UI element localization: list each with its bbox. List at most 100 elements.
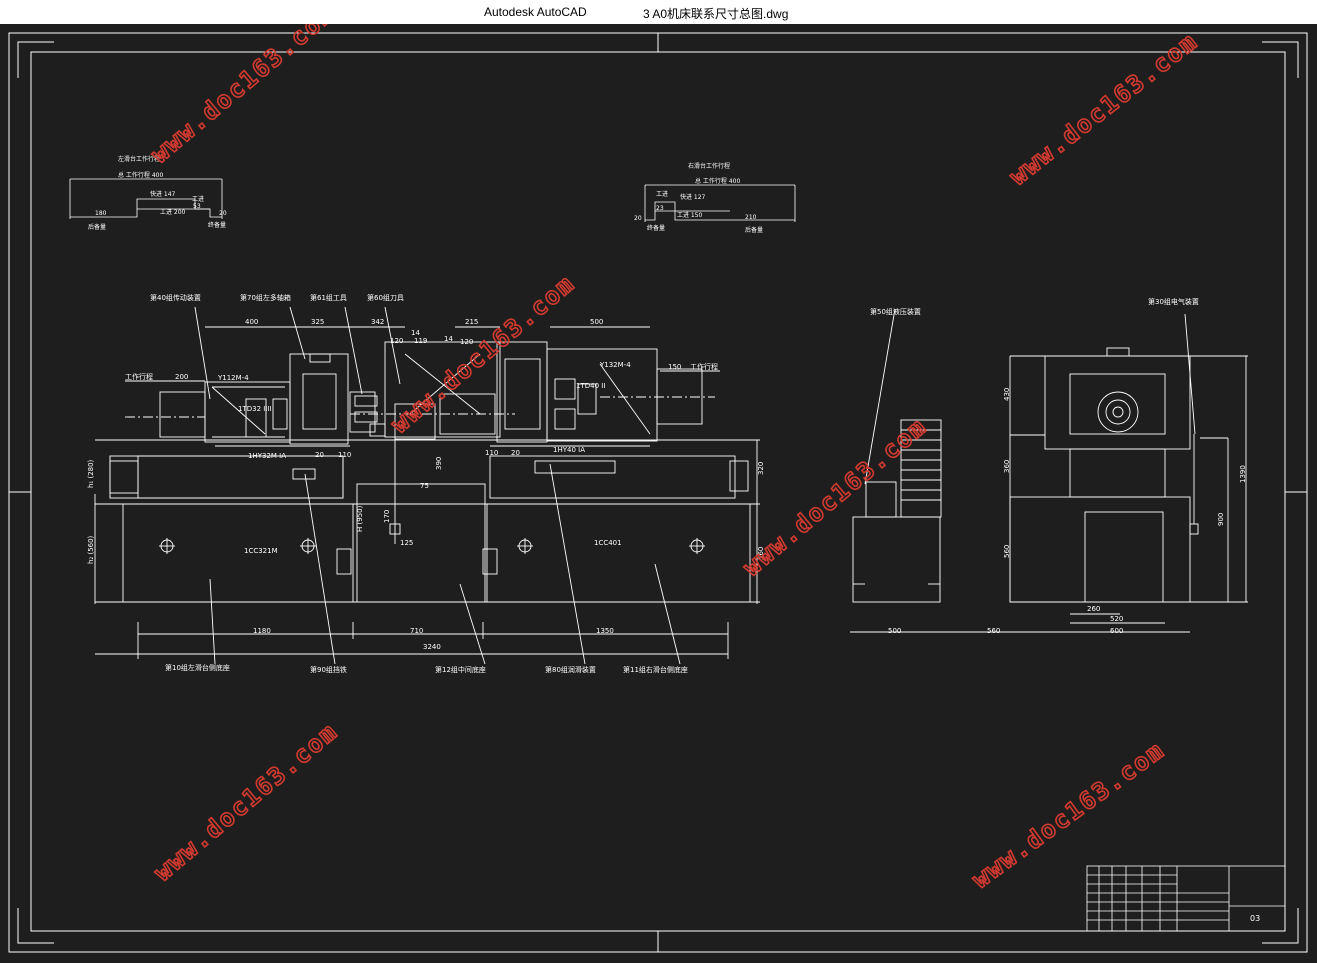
callout-90: 第90组挡铁 xyxy=(310,665,347,674)
svg-text:工作行程: 工作行程 xyxy=(125,372,153,381)
svg-text:20: 20 xyxy=(634,215,642,222)
right-stroke-diagram xyxy=(644,184,796,222)
watermark-4: www.doc163.com xyxy=(738,412,932,581)
svg-text:1180: 1180 xyxy=(253,627,271,635)
hydraulic-cabinet xyxy=(900,419,942,518)
svg-text:200: 200 xyxy=(175,373,188,381)
callout-11: 第11组右滑台侧底座 xyxy=(623,665,688,674)
svg-text:560: 560 xyxy=(987,627,1000,635)
svg-text:210: 210 xyxy=(745,214,757,221)
svg-text:h₂ (560): h₂ (560) xyxy=(87,535,95,564)
callout-40: 第40组传动装置 xyxy=(150,293,201,302)
svg-text:560: 560 xyxy=(757,547,765,560)
title-bar: Autodesk AutoCAD 3 A0机床联系尺寸总图.dwg xyxy=(0,0,1317,24)
svg-text:1HY40 IA: 1HY40 IA xyxy=(553,446,585,454)
side-slide xyxy=(1069,448,1166,498)
svg-text:14: 14 xyxy=(411,329,420,337)
svg-text:3240: 3240 xyxy=(423,643,441,651)
svg-text:1CC321M: 1CC321M xyxy=(244,547,278,555)
svg-text:工进: 工进 xyxy=(192,195,204,203)
svg-text:560: 560 xyxy=(1003,545,1011,558)
watermarks: www.doc163.com www.doc163.com www.doc163… xyxy=(145,0,1204,895)
watermark-2: www.doc163.com xyxy=(1004,27,1203,191)
svg-text:120: 120 xyxy=(390,337,403,345)
hydraulic-view xyxy=(850,308,1045,633)
front-view xyxy=(94,306,760,665)
svg-text:170: 170 xyxy=(383,510,391,523)
svg-text:390: 390 xyxy=(435,457,443,470)
svg-text:总 工作行程 400: 总 工作行程 400 xyxy=(118,171,163,179)
svg-text:快进 147: 快进 147 xyxy=(150,190,176,198)
svg-text:180: 180 xyxy=(95,210,107,217)
svg-text:325: 325 xyxy=(311,318,324,326)
callout-60: 第60组刀具 xyxy=(367,293,404,302)
left-stroke-diagram xyxy=(69,178,223,219)
svg-text:1HY32M IA: 1HY32M IA xyxy=(248,452,286,460)
svg-text:1390: 1390 xyxy=(1239,465,1247,483)
svg-text:20: 20 xyxy=(315,451,324,459)
callout-80: 第80组润滑装置 xyxy=(545,665,596,674)
callout-30: 第30组电气装置 xyxy=(1148,297,1199,306)
svg-text:53: 53 xyxy=(193,203,201,210)
callout-50: 第50组液压装置 xyxy=(870,307,921,316)
svg-text:520: 520 xyxy=(1110,615,1123,623)
svg-text:125: 125 xyxy=(400,539,413,547)
app-name: Autodesk AutoCAD xyxy=(484,5,587,19)
left-diagram-title: 左滑台工作行程 xyxy=(118,155,160,163)
watermark-1: www.doc163.com xyxy=(146,24,340,169)
middle-base xyxy=(356,483,486,603)
svg-text:20: 20 xyxy=(511,449,520,457)
svg-text:150: 150 xyxy=(668,363,681,371)
side-head xyxy=(1044,355,1191,450)
svg-text:1350: 1350 xyxy=(596,627,614,635)
right-multi-spindle-box xyxy=(496,341,548,443)
right-base xyxy=(486,503,751,603)
svg-text:430: 430 xyxy=(1003,388,1011,401)
watermark-5: www.doc163.com xyxy=(149,717,343,886)
drawing-svg: 左滑台工作行程 总 工作行程 400 快进 147 工进 200 工进 53 1… xyxy=(8,0,1308,953)
callout-10: 第10组左滑台侧底座 xyxy=(165,663,230,672)
left-multi-spindle-box xyxy=(289,353,349,445)
callout-70: 第70组左多轴箱 xyxy=(240,293,291,302)
svg-text:H (950): H (950) xyxy=(356,505,364,532)
svg-text:工进 200: 工进 200 xyxy=(160,208,186,216)
svg-text:工进: 工进 xyxy=(656,190,668,198)
svg-text:终备量: 终备量 xyxy=(208,221,226,229)
motor-left-label: Y112M-4 xyxy=(217,374,249,382)
svg-text:500: 500 xyxy=(888,627,901,635)
svg-text:20: 20 xyxy=(219,210,227,217)
sheet-number: 03 xyxy=(1250,914,1260,923)
title-block xyxy=(1086,865,1286,932)
file-name: 3 A0机床联系尺寸总图.dwg xyxy=(643,7,789,21)
right-diagram-title: 右滑台工作行程 xyxy=(688,162,730,170)
fixture xyxy=(384,341,501,438)
watermark-6: www.doc163.com xyxy=(967,736,1170,894)
svg-text:快进 127: 快进 127 xyxy=(680,193,706,201)
svg-text:215: 215 xyxy=(465,318,478,326)
svg-text:320: 320 xyxy=(757,462,765,475)
svg-text:23: 23 xyxy=(656,205,664,212)
svg-text:710: 710 xyxy=(410,627,423,635)
svg-text:终备量: 终备量 xyxy=(647,224,665,232)
right-slide xyxy=(489,455,736,499)
svg-text:900: 900 xyxy=(1217,513,1225,526)
svg-text:后备量: 后备量 xyxy=(745,226,763,234)
svg-text:工作行程: 工作行程 xyxy=(690,362,718,371)
svg-text:后备量: 后备量 xyxy=(88,223,106,231)
svg-text:500: 500 xyxy=(590,318,603,326)
motor-right-label: Y132M-4 xyxy=(599,361,631,369)
callout-12: 第12组中间底座 xyxy=(435,665,486,674)
callout-61: 第61组工具 xyxy=(310,293,347,302)
svg-text:400: 400 xyxy=(245,318,258,326)
svg-text:110: 110 xyxy=(338,451,351,459)
right-motor xyxy=(656,368,703,425)
svg-text:119: 119 xyxy=(414,337,427,345)
left-base xyxy=(122,503,354,603)
watermark-3: www.doc163.com xyxy=(386,269,580,438)
svg-text:120: 120 xyxy=(460,338,473,346)
outer-frame xyxy=(8,32,1308,953)
svg-text:1TD32 IIII: 1TD32 IIII xyxy=(238,405,272,413)
svg-text:h₁ (280): h₁ (280) xyxy=(87,459,95,488)
svg-text:1TD40 II: 1TD40 II xyxy=(576,382,605,390)
